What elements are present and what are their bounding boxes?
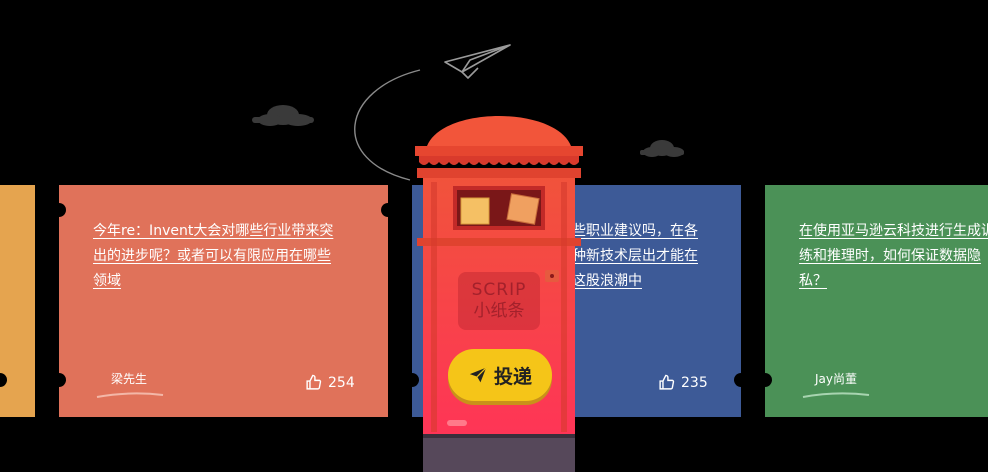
card-notch xyxy=(758,373,772,387)
send-icon xyxy=(469,367,487,383)
mailbox-label-cn: 小纸条 xyxy=(473,301,525,321)
question-card[interactable]: 在使用亚马逊云科技进行生成训练和推理时，如何保证数据隐私？ Jay尚董 xyxy=(758,185,988,417)
card-notch xyxy=(734,373,748,387)
question-card[interactable]: 今年re：Invent大会对哪些行业带来突出的进步呢？或者可以有限应用在哪些领域… xyxy=(52,185,395,417)
author-underline xyxy=(96,392,164,398)
card-notch xyxy=(52,203,66,217)
mailbox-label: SCRIP 小纸条 xyxy=(458,272,540,330)
card-left-partial[interactable] xyxy=(0,185,35,417)
flight-trail xyxy=(354,69,421,181)
cloud-icon xyxy=(640,140,684,157)
like-button[interactable]: 254 xyxy=(305,374,355,391)
author-name: 梁先生 xyxy=(111,372,148,386)
thumbs-up-icon xyxy=(659,374,675,390)
author-name: Jay尚董 xyxy=(815,372,857,386)
send-button[interactable]: 投递 xyxy=(448,349,552,401)
mailbox-label-en: SCRIP xyxy=(471,280,527,300)
like-count: 254 xyxy=(328,374,355,391)
thumbs-up-icon xyxy=(306,374,322,390)
card-notch xyxy=(52,373,66,387)
cloud-icon xyxy=(252,105,314,126)
like-count: 235 xyxy=(681,374,708,391)
like-button[interactable]: 235 xyxy=(658,374,708,391)
author-underline xyxy=(802,392,870,398)
paper-plane-icon xyxy=(444,44,511,79)
card-notch xyxy=(405,373,419,387)
question-text[interactable]: 些职业建议吗，在各种新技术层出才能在这股浪潮中 xyxy=(572,223,698,289)
mailbox xyxy=(415,116,583,472)
send-button-label: 投递 xyxy=(493,365,532,388)
question-text[interactable]: 今年re：Invent大会对哪些行业带来突出的进步呢？或者可以有限应用在哪些领域 xyxy=(93,223,334,289)
background-decor xyxy=(252,44,684,181)
card-notch xyxy=(0,373,7,387)
card-notch xyxy=(381,203,395,217)
question-text[interactable]: 在使用亚马逊云科技进行生成训练和推理时，如何保证数据隐私？ xyxy=(799,223,988,289)
